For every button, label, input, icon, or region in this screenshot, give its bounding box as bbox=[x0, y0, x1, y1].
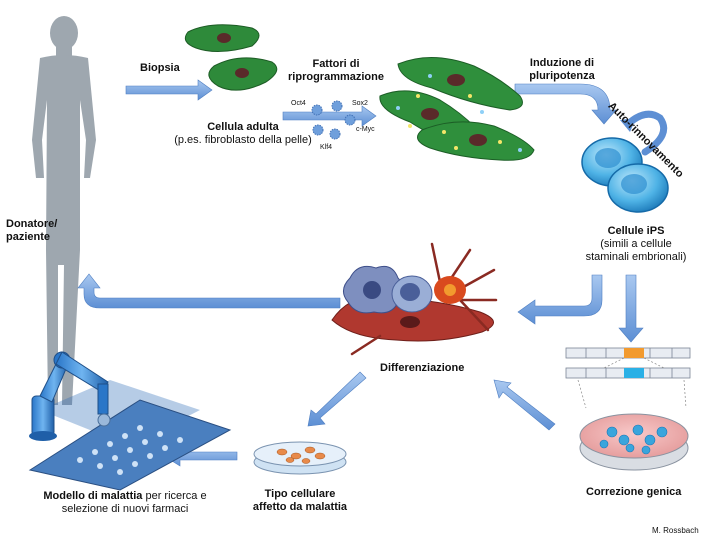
label-differentiation: Differenziazione bbox=[380, 362, 465, 374]
arrow-ips-to-diff bbox=[517, 274, 603, 325]
label-induction-line2: pluripotenza bbox=[529, 70, 595, 82]
label-cell-type-line1: Tipo cellulare bbox=[264, 488, 336, 500]
flow-arrows bbox=[77, 79, 644, 467]
label-induction: Induzione di pluripotenza bbox=[520, 57, 604, 83]
label-adult-cell-line2: (p.es. fibroblasto della pelle) bbox=[174, 134, 312, 146]
label-induction-line1: Induzione di bbox=[529, 57, 595, 69]
arrow-diff-to-donor bbox=[77, 273, 341, 309]
label-donor-line1: Donatore/ bbox=[6, 218, 58, 230]
label-factors-line1: Fattori di bbox=[312, 58, 360, 70]
label-model: Modello di malattia per ricerca e selezi… bbox=[20, 490, 230, 516]
label-ips-line1: Cellule iPS bbox=[607, 225, 665, 237]
label-ips-line2: (simili a cellule bbox=[600, 238, 672, 250]
label-donor-line2: paziente bbox=[6, 231, 51, 243]
adult-fibroblasts bbox=[184, 24, 278, 91]
label-ips-line3: staminali embrionali) bbox=[585, 251, 687, 263]
arrow-ips-to-gene bbox=[618, 274, 644, 343]
label-factors-line2: riprogrammazione bbox=[288, 71, 384, 83]
label-ips: Cellule iPS (simili a cellule staminali … bbox=[566, 225, 706, 264]
arrow-biopsy bbox=[125, 79, 213, 101]
label-gene-correction: Correzione genica bbox=[586, 486, 682, 498]
self-renewal-arrow bbox=[620, 110, 668, 156]
label-cell-type: Tipo cellulare affetto da malattia bbox=[240, 488, 360, 514]
label-model-rest: per ricerca e bbox=[142, 490, 207, 502]
label-factors: Fattori di riprogrammazione bbox=[286, 58, 386, 84]
label-cell-type-line2: affetto da malattia bbox=[252, 501, 348, 513]
arrow-gene-to-diff bbox=[493, 379, 556, 431]
reprogrammed-cells bbox=[379, 56, 535, 161]
factor-cmyc: c-Myc bbox=[356, 126, 375, 133]
gene-bars bbox=[565, 347, 691, 409]
label-adult-cell-line1: Cellula adulta bbox=[207, 121, 279, 133]
petri-dish-ips bbox=[579, 413, 689, 471]
factor-viruses bbox=[311, 100, 356, 140]
arrow-factors bbox=[282, 105, 377, 127]
factor-sox2: Sox2 bbox=[352, 100, 368, 107]
ips-cells bbox=[581, 137, 669, 213]
donor-silhouette bbox=[32, 16, 96, 405]
factor-klf4: Klf4 bbox=[320, 144, 333, 151]
arrow-induction bbox=[514, 83, 617, 125]
factor-oct4: Oct4 bbox=[291, 100, 306, 107]
label-model-bold: Modello di malattia bbox=[43, 490, 143, 502]
arrow-diff-to-celltype bbox=[307, 371, 367, 427]
petri-dish-diseased bbox=[253, 441, 347, 475]
screening-robot bbox=[28, 351, 232, 491]
label-adult-cell: Cellula adulta (p.es. fibroblasto della … bbox=[168, 121, 318, 147]
label-biopsy: Biopsia bbox=[140, 62, 180, 74]
differentiated-cells bbox=[331, 242, 498, 356]
label-donor: Donatore/ paziente bbox=[6, 218, 57, 244]
credit: M. Rossbach bbox=[652, 526, 699, 535]
label-model-line2: selezione di nuovi farmaci bbox=[61, 503, 189, 515]
